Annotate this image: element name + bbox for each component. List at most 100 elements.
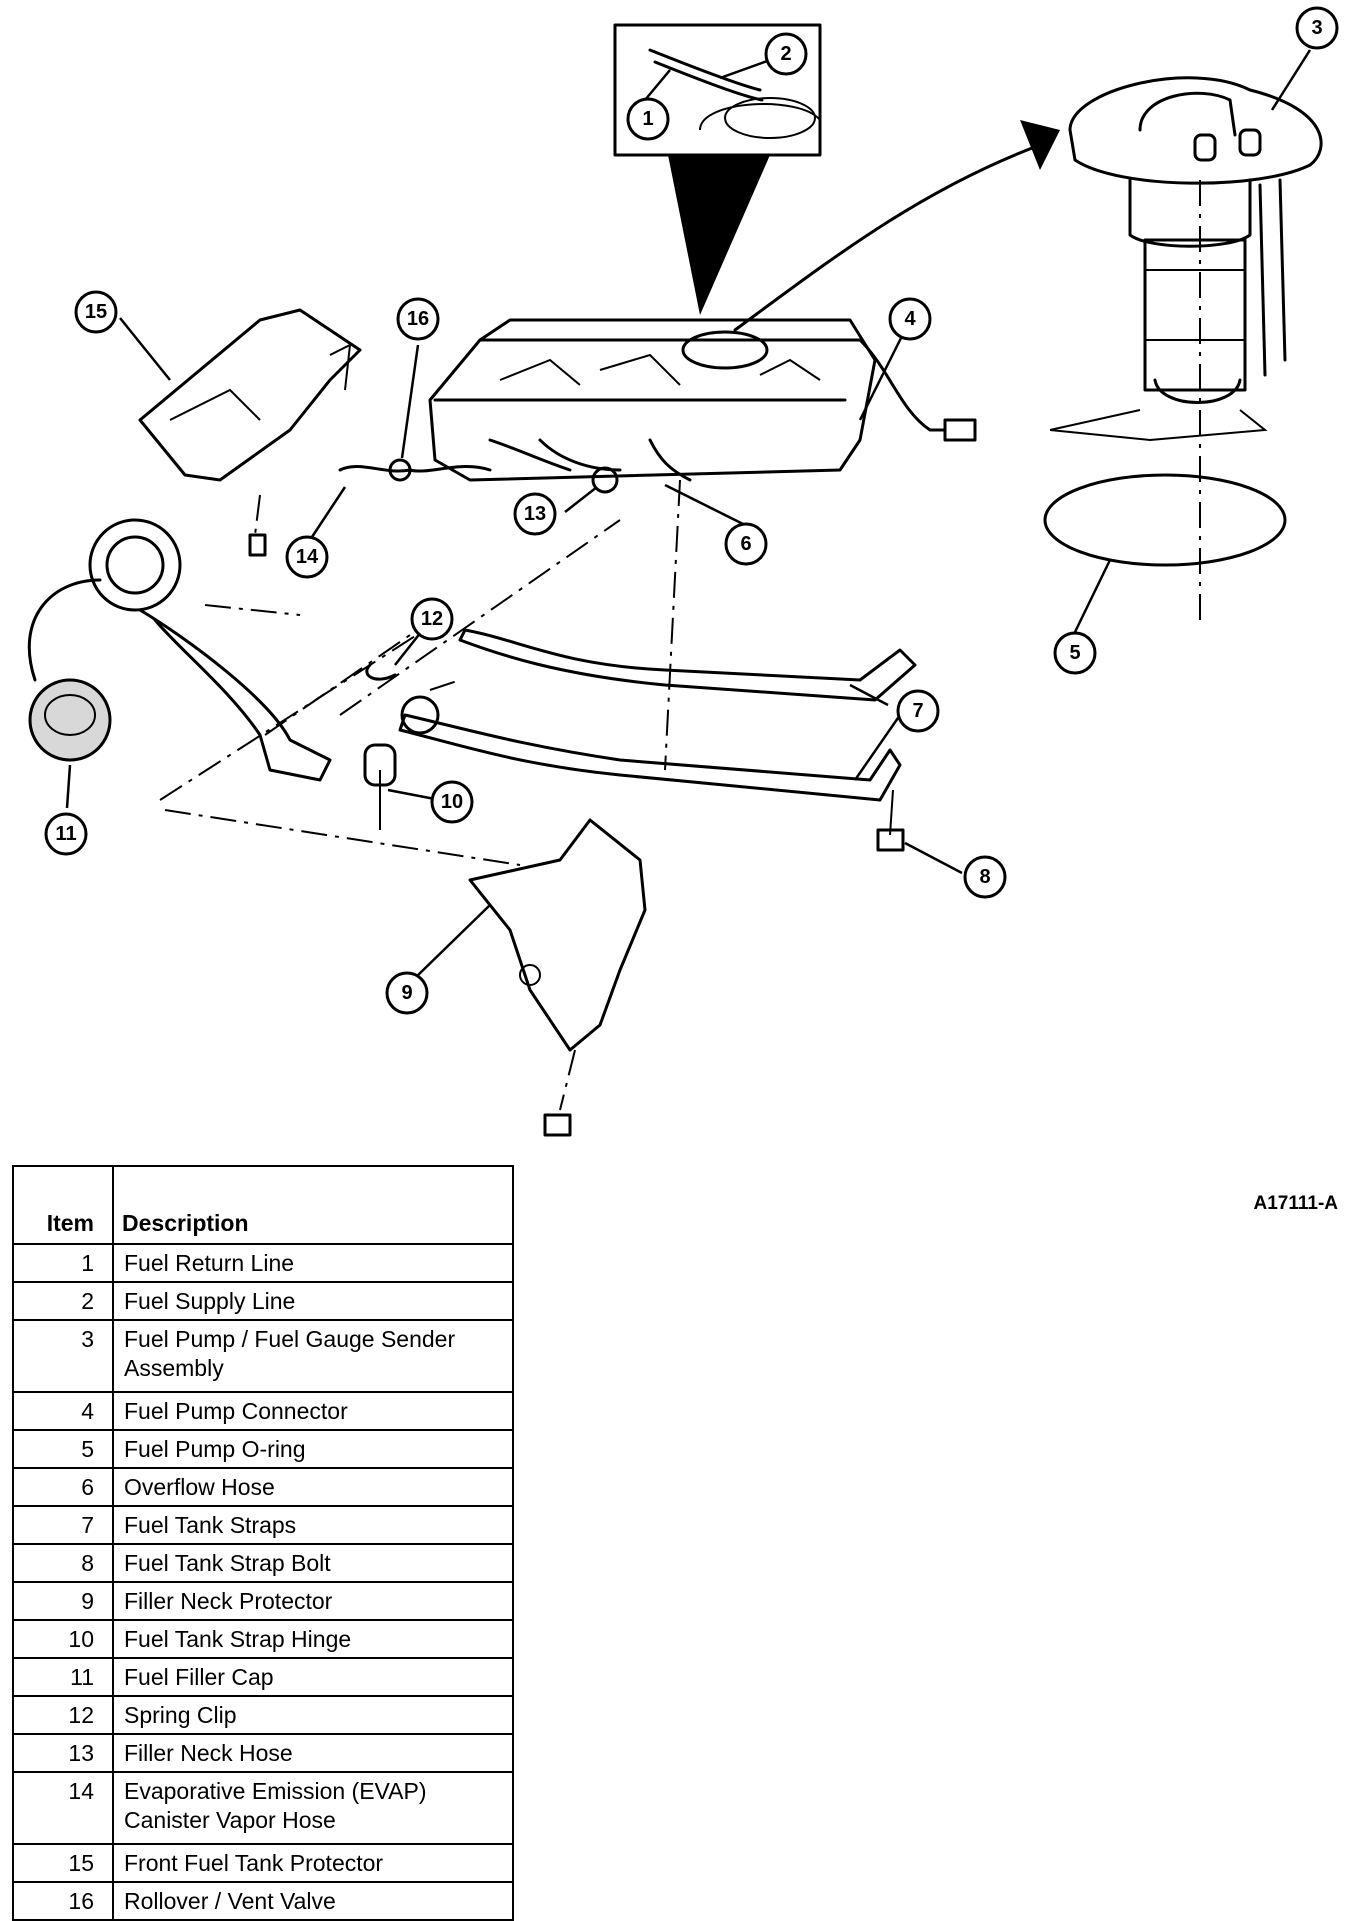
callout-16: 16: [396, 297, 440, 341]
legend-item: 14: [12, 1771, 114, 1845]
callout-12: 12: [410, 597, 454, 641]
legend-item: 15: [12, 1843, 114, 1883]
strap-bolt: [876, 789, 905, 852]
fuel-line-detail-inset: [613, 23, 822, 315]
callout-11: 11: [44, 812, 88, 856]
callout-4: 4: [888, 297, 932, 341]
legend-description: Fuel Tank Strap Bolt: [112, 1543, 514, 1583]
callout-13-label: 13: [524, 503, 546, 525]
callout-14-label: 14: [296, 546, 319, 568]
callout-9-label: 9: [401, 982, 412, 1004]
callout-6-label: 6: [740, 533, 751, 555]
callout-2: 2: [764, 32, 808, 76]
fuel-tank: [428, 318, 977, 494]
fuel-tank-straps: [398, 628, 917, 802]
fuel-pump-o-ring: [1043, 473, 1287, 567]
callout-8-label: 8: [979, 866, 990, 888]
callout-8: 8: [963, 855, 1007, 899]
callout-5-label: 5: [1069, 642, 1080, 664]
legend-item: 11: [12, 1657, 114, 1697]
legend-item: 6: [12, 1467, 114, 1507]
callout-13: 13: [513, 492, 557, 536]
legend-item: 2: [12, 1281, 114, 1321]
fuel-pump-sender-assembly: [1049, 76, 1323, 620]
legend-description: Front Fuel Tank Protector: [112, 1843, 514, 1883]
callout-7-label: 7: [912, 700, 923, 722]
callout-1: 1: [626, 97, 670, 141]
rollover-vent-valve-and-evap-hose: [338, 458, 492, 482]
legend-description: Spring Clip: [112, 1695, 514, 1735]
legend-description: Fuel Pump / Fuel Gauge Sender Assembly: [112, 1319, 514, 1393]
callout-9: 9: [385, 971, 429, 1015]
legend-description: Rollover / Vent Valve: [112, 1881, 514, 1921]
filler-neck-assembly: [27, 518, 332, 782]
legend-header-description: Description: [112, 1165, 514, 1245]
legend-description: Fuel Tank Straps: [112, 1505, 514, 1545]
legend-description: Fuel Filler Cap: [112, 1657, 514, 1697]
legend-description: Overflow Hose: [112, 1467, 514, 1507]
legend-item: 8: [12, 1543, 114, 1583]
legend-description: Evaporative Emission (EVAP) Canister Vap…: [112, 1771, 514, 1845]
assembly-guide-lines: [159, 479, 681, 866]
legend-item: 9: [12, 1581, 114, 1621]
callout-5: 5: [1053, 631, 1097, 675]
legend-description: Filler Neck Protector: [112, 1581, 514, 1621]
legend-item: 16: [12, 1881, 114, 1921]
legend-description: Fuel Pump Connector: [112, 1391, 514, 1431]
front-fuel-tank-protector: [138, 308, 362, 557]
legend-header-row: Item Description: [12, 1165, 514, 1245]
callout-3-label: 3: [1311, 17, 1322, 39]
exploded-fuel-system-diagram: 1 2 3 4 5 6 7 8 9 10 11 12 13 14 15 16: [27, 6, 1339, 1137]
callout-11-label: 11: [55, 823, 76, 845]
callout-14: 14: [285, 535, 329, 579]
legend-description: Fuel Pump O-ring: [112, 1429, 514, 1469]
callout-16-label: 16: [407, 308, 429, 330]
legend-item: 10: [12, 1619, 114, 1659]
legend-item: 1: [12, 1243, 114, 1283]
callout-6: 6: [724, 522, 768, 566]
legend-description: Filler Neck Hose: [112, 1733, 514, 1773]
legend-item: 3: [12, 1319, 114, 1393]
callout-15-label: 15: [85, 301, 107, 323]
legend-item: 4: [12, 1391, 114, 1431]
callout-2-label: 2: [780, 43, 791, 65]
legend-item: 12: [12, 1695, 114, 1735]
legend-header-item: Item: [12, 1165, 114, 1245]
callout-7: 7: [896, 689, 940, 733]
legend-description: Fuel Return Line: [112, 1243, 514, 1283]
legend-description: Fuel Supply Line: [112, 1281, 514, 1321]
callout-10: 10: [430, 780, 474, 824]
legend-item: 13: [12, 1733, 114, 1773]
filler-neck-protector: [468, 818, 647, 1137]
legend-item: 5: [12, 1429, 114, 1469]
legend-item: 7: [12, 1505, 114, 1545]
tank-to-sender-arrow: [733, 120, 1060, 332]
callout-10-label: 10: [441, 791, 463, 813]
callout-leaders: [65, 49, 1312, 979]
callout-15: 15: [74, 290, 118, 334]
legend-description: Fuel Tank Strap Hinge: [112, 1619, 514, 1659]
strap-hinge: [363, 743, 397, 830]
callout-12-label: 12: [421, 608, 443, 630]
callout-1-label: 1: [642, 108, 653, 130]
figure-id: A17111-A: [1253, 1193, 1338, 1214]
callout-3: 3: [1295, 6, 1339, 50]
spring-clip: [365, 663, 397, 681]
